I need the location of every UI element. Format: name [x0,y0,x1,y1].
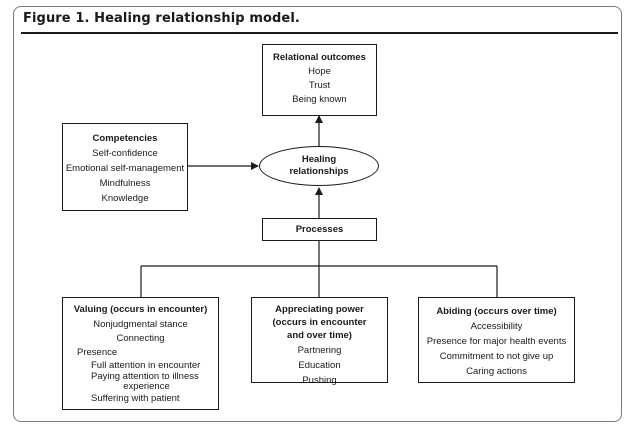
appreciating-item: Partnering [297,345,342,356]
competency-item: Emotional self-management [65,163,185,174]
competencies-box: Competencies Self-confidence Emotional s… [62,123,188,211]
valuing-subitem: Paying attention to illness [91,371,199,382]
center-line-2: relationships [289,166,349,177]
title-rule [21,32,618,34]
abiding-item: Accessibility [470,321,523,332]
processes-box: Processes [262,218,377,241]
outcome-item: Trust [308,80,331,91]
valuing-subitem: Suffering with patient [91,393,180,404]
appreciating-item: Education [298,360,341,371]
appreciating-item: Pushing [302,375,337,386]
healing-relationships-node: Healing relationships [259,146,379,186]
competency-item: Mindfulness [99,178,151,189]
outcome-item: Being known [292,94,347,105]
abiding-item: Presence for major health events [426,336,567,347]
abiding-item: Caring actions [466,366,527,377]
valuing-box: Valuing (occurs in encounter) Nonjudgmen… [62,297,219,410]
appreciating-heading-line-1: Appreciating power [275,304,364,315]
outcome-item: Hope [308,66,331,77]
valuing-item: Nonjudgmental stance [93,319,188,330]
valuing-item: Presence [77,347,118,358]
abiding-box: Abiding (occurs over time) Accessibility… [418,297,575,383]
valuing-item: Connecting [116,333,165,344]
center-line-1: Healing [301,154,337,165]
competency-item: Self-confidence [92,148,158,159]
valuing-subitem: experience [123,381,170,392]
valuing-subitem: Full attention in encounter [91,360,201,371]
valuing-heading: Valuing (occurs in encounter) [73,304,208,315]
processes-heading: Processes [295,224,344,235]
figure-title: Figure 1. Healing relationship model. [23,11,300,26]
competency-item: Knowledge [101,193,149,204]
abiding-heading: Abiding (occurs over time) [436,306,557,317]
appreciating-power-box: Appreciating power (occurs in encounter … [251,297,388,386]
abiding-item: Commitment to not give up [439,351,554,362]
competencies-heading: Competencies [92,133,158,144]
relational-outcomes-heading: Relational outcomes [273,52,366,63]
appreciating-heading-line-2: (occurs in encounter [272,317,367,328]
relational-outcomes-box: Relational outcomes Hope Trust Being kno… [262,44,377,116]
appreciating-heading-line-3: and over time) [287,330,352,341]
